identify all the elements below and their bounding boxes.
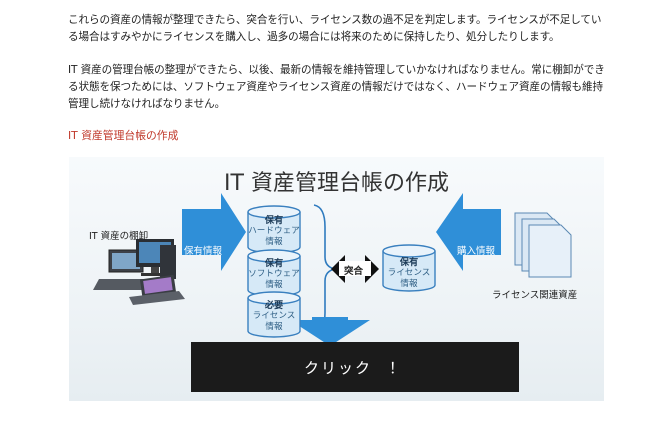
asset-ledger-figure[interactable]: IT 資産管理台帳の作成 — [69, 157, 604, 401]
database-stack-icon — [247, 205, 301, 338]
figure-graphics — [93, 193, 572, 346]
required-license-db: 必要 ライセンス 情報 — [252, 300, 296, 332]
match-label: 突合 — [344, 266, 364, 277]
left-arrow-shape — [182, 193, 246, 271]
software-info-db: 保有 ソフトウェア 情報 — [248, 258, 300, 290]
paragraph-license-check: これらの資産の情報が整理できたら、突合を行い、ライセンス数の過不足を判定します。… — [68, 14, 602, 43]
click-button[interactable]: クリック ！ — [191, 342, 519, 392]
paragraph-maintenance: IT 資産の管理台帳の整理ができたら、以後、最新の情報を維持管理していかなければ… — [68, 64, 605, 110]
license-assets-label: ライセンス関連資産 — [492, 290, 578, 301]
hardware-info-db: 保有 ハードウェア 情報 — [248, 215, 300, 247]
figure-title: IT 資産管理台帳の作成 — [224, 171, 449, 196]
license-database-icon — [382, 244, 436, 292]
computers-icon — [93, 239, 185, 305]
holding-info-label: 保有情報 — [184, 246, 223, 257]
match-label-bg — [339, 261, 371, 276]
purchase-info-label: 購入情報 — [457, 246, 496, 257]
down-arrow-shape — [290, 317, 370, 346]
owned-license-db: 保有 ライセンス 情報 — [387, 257, 431, 289]
section-heading: IT 資産管理台帳の作成 — [68, 129, 179, 142]
inventory-label: IT 資産の棚卸 — [89, 231, 149, 242]
right-arrow-shape — [436, 193, 501, 271]
documents-icon — [514, 212, 572, 278]
